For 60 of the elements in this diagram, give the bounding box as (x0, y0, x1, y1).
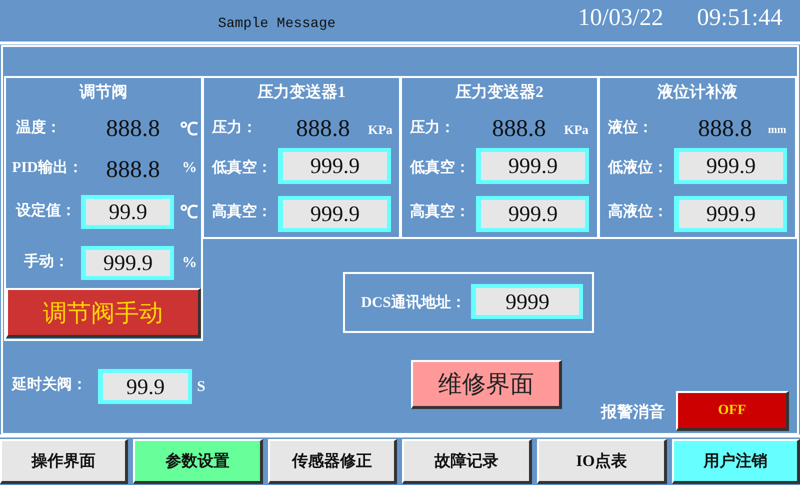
group-panel (4, 76, 203, 341)
input-field: 999.9 (674, 148, 787, 184)
unit-label: mm (768, 125, 786, 136)
input-field: 999.9 (278, 196, 391, 232)
field-label: 液位： (608, 121, 653, 136)
readout-value: 888.8 (106, 158, 160, 182)
group-panel (202, 76, 401, 239)
input-field: 99.9 (98, 369, 192, 404)
field-label: 温度： (16, 121, 61, 136)
field-label: 手动： (24, 255, 69, 270)
group-panel (400, 76, 599, 239)
unit-label: % (182, 161, 197, 176)
nav-tab: 用户注销 (672, 439, 800, 484)
group-panel (598, 76, 797, 239)
unit-label: % (182, 256, 197, 271)
input-field: 9999 (471, 284, 583, 319)
date-time-text: 10/03/22 (578, 6, 664, 30)
date-time-text: 09:51:44 (697, 6, 782, 30)
field-label: PID输出： (12, 161, 83, 176)
field-label: 高液位： (608, 205, 668, 220)
panel-heading: 液位计补液 (656, 82, 738, 103)
menu-button: 维修界面 (411, 360, 562, 409)
nav-tab: IO点表 (537, 439, 667, 484)
input-field: 99.9 (81, 195, 174, 229)
nav-tab: 参数设置 (133, 439, 263, 484)
unit-label: ℃ (180, 120, 198, 138)
panel-heading: 压力变送器2 (454, 82, 544, 103)
field-label: DCS通讯地址： (361, 296, 466, 311)
field-label: 报警消音 (601, 405, 665, 421)
field-label: 设定值： (16, 204, 76, 219)
nav-tab: 传感器修正 (268, 439, 397, 484)
input-field: 999.9 (476, 148, 589, 184)
field-label: 高真空： (212, 205, 272, 220)
header-text: Sample Message (218, 17, 336, 31)
panel-heading: 调节阀 (78, 82, 128, 103)
nav-tab: 故障记录 (402, 439, 532, 484)
field-label: 延时关阀： (12, 378, 87, 393)
field-label: 压力： (212, 121, 257, 136)
field-label: 低真空： (410, 161, 470, 176)
readout-value: 888.8 (296, 117, 350, 141)
field-label: 低液位： (608, 161, 668, 176)
unit-label: S (197, 380, 206, 395)
field-label: 压力： (410, 121, 455, 136)
input-field: 999.9 (476, 196, 589, 232)
field-label: 低真空： (212, 161, 272, 176)
input-field: 999.9 (278, 148, 391, 184)
readout-value: 888.8 (492, 117, 546, 141)
readout-value: 888.8 (698, 117, 752, 141)
toggle-button: 调节阀手动 (6, 288, 201, 338)
unit-label: KPa (368, 123, 393, 136)
input-field: 999.9 (674, 196, 787, 232)
nav-tab: 操作界面 (0, 439, 128, 484)
unit-label: KPa (564, 123, 589, 136)
group-panel (343, 272, 594, 333)
panel-heading: 压力变送器1 (256, 82, 346, 103)
unit-label: ℃ (180, 203, 198, 221)
field-label: 高真空： (410, 205, 470, 220)
readout-value: 888.8 (106, 117, 160, 141)
input-field: 999.9 (81, 246, 174, 280)
toggle-button: OFF (676, 391, 789, 431)
